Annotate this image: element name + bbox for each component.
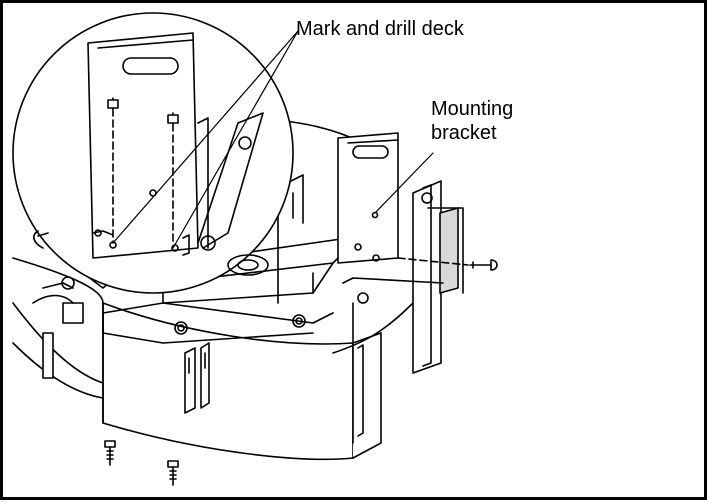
mounting-bracket-right: [332, 132, 464, 444]
callout-mounting-bracket-line2: bracket: [431, 122, 497, 144]
detail-circle: [12, 12, 294, 294]
leader-lines: [112, 30, 434, 249]
bottom-bolts: [104, 440, 179, 486]
assembly-drawing: [12, 12, 498, 486]
callout-mark-drill-deck: Mark and drill deck: [296, 18, 464, 40]
callout-mounting-bracket-line1: Mounting: [431, 98, 514, 120]
hanger-brackets: [184, 342, 210, 414]
pulley: [227, 254, 269, 276]
carriage-bolt: [397, 257, 498, 271]
